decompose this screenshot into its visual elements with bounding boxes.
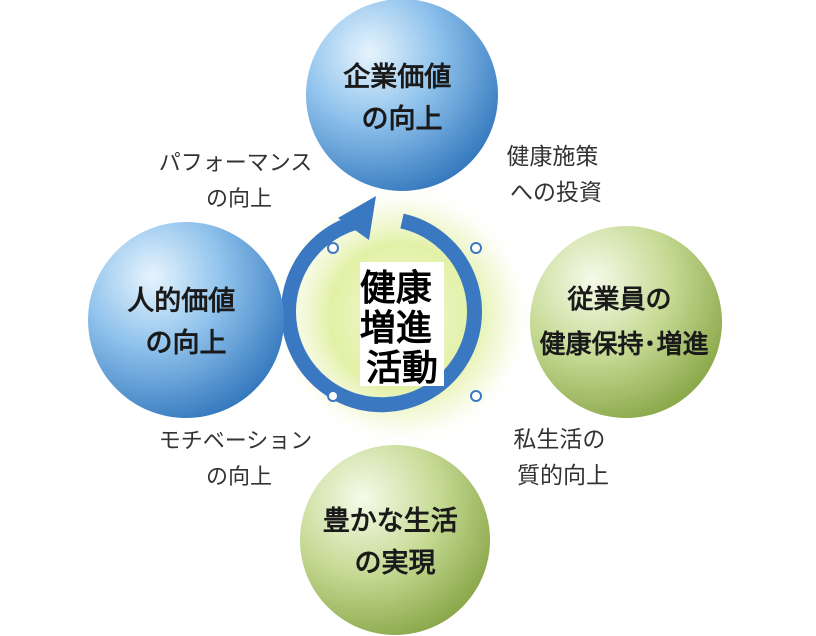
edge-label-left-top: パフォーマンス の向上 xyxy=(159,151,320,212)
ring-dot xyxy=(470,390,482,402)
node-corporate-value-circle xyxy=(306,0,498,191)
edge-label-line: の向上 xyxy=(206,465,272,490)
node-rich-life-circle xyxy=(300,445,490,635)
node-label-line: 人的価値 xyxy=(127,285,235,317)
edge-label-line: の向上 xyxy=(206,187,272,212)
node-human-value: 人的価値 の向上 xyxy=(88,222,284,418)
cycle-ring xyxy=(281,196,482,413)
node-label-line: 豊かな生活 xyxy=(323,506,458,537)
ring-dot xyxy=(327,390,339,402)
cycle-ring-arc xyxy=(281,213,482,413)
edge-label-line: 質的向上 xyxy=(517,463,609,489)
edge-label-line: 私生活の xyxy=(513,427,605,453)
edge-label-line: モチベーション xyxy=(159,429,313,454)
center-label-line: 増進 xyxy=(360,308,432,349)
node-rich-life-label: 豊かな生活 の実現 xyxy=(323,506,467,579)
node-human-value-label: 人的価値 の向上 xyxy=(127,285,244,359)
node-corporate-value-label: 企業価値 の向上 xyxy=(343,61,460,135)
center-label-line: 活動 xyxy=(366,348,438,389)
node-label-line: の向上 xyxy=(146,327,227,359)
node-rich-life: 豊かな生活 の実現 xyxy=(300,445,490,635)
edge-label-line: への投資 xyxy=(510,180,602,206)
node-label-line: 企業価値 xyxy=(343,61,451,93)
edge-label-line: 健康施策 xyxy=(506,144,598,170)
edge-label-right-bottom: 私生活の 質的向上 xyxy=(513,427,612,489)
node-label-line: 健康保持･増進 xyxy=(539,329,708,360)
edge-label-top-right: 健康施策 への投資 xyxy=(506,144,605,206)
center-label: 健康 増進 活動 xyxy=(360,267,445,389)
node-label-line: の実現 xyxy=(355,547,436,579)
edge-label-line: パフォーマンス xyxy=(159,151,313,176)
edge-label-bottom-left: モチベーション の向上 xyxy=(159,429,320,490)
node-label-line: 従業員の xyxy=(566,285,671,315)
node-human-value-circle xyxy=(88,222,284,418)
center-label-box xyxy=(360,262,444,386)
cycle-arrow-head-icon xyxy=(338,196,376,240)
node-corporate-value: 企業価値 の向上 xyxy=(306,0,498,191)
node-employee-health-label: 従業員の 健康保持･増進 xyxy=(539,285,708,360)
node-employee-health: 従業員の 健康保持･増進 xyxy=(530,226,722,418)
node-label-line: の向上 xyxy=(362,103,443,135)
ring-dot xyxy=(470,242,482,254)
ring-dot xyxy=(327,242,339,254)
center-label-line: 健康 xyxy=(360,267,432,309)
node-employee-health-circle xyxy=(530,226,722,418)
